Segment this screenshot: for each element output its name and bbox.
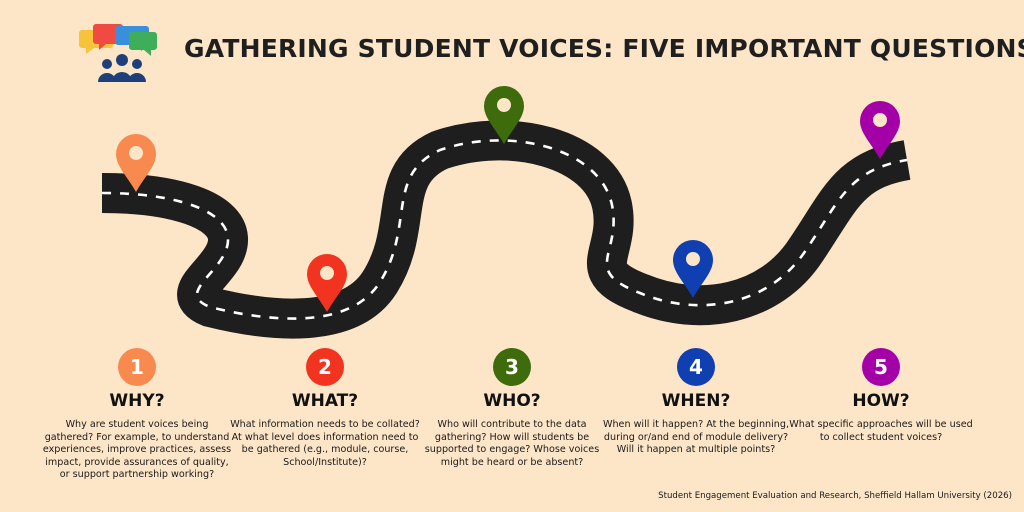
- step-description: What specific approaches will be used to…: [789, 419, 973, 443]
- map-pin-icon-who: [484, 86, 524, 144]
- step-heading: HOW?: [852, 391, 910, 411]
- step-when: 4 WHEN? When will it happen? At the begi…: [601, 348, 791, 457]
- map-pin-icon-how: [860, 101, 900, 159]
- step-number-badge: 4: [677, 348, 715, 386]
- map-pin-icon-why: [116, 134, 156, 192]
- credit-text: Student Engagement Evaluation and Resear…: [658, 491, 1012, 501]
- step-why: 1 WHY? Why are student voices being gath…: [42, 348, 232, 482]
- step-description: Who will contribute to the data gatherin…: [424, 419, 600, 468]
- step-who: 3 WHO? Who will contribute to the data g…: [417, 348, 607, 469]
- map-pin-icon-when: [673, 240, 713, 298]
- step-number-badge: 3: [493, 348, 531, 386]
- step-description: When will it happen? At the beginning, d…: [602, 419, 790, 456]
- step-heading: WHY?: [109, 391, 165, 411]
- map-pin-icon-what: [307, 254, 347, 312]
- step-description: Why are student voices being gathered? F…: [42, 419, 232, 481]
- step-how: 5 HOW? What specific approaches will be …: [786, 348, 976, 444]
- step-description: What information needs to be collated? A…: [230, 419, 420, 468]
- speech-bubbles-group-icon: [79, 24, 157, 82]
- step-heading: WHO?: [483, 391, 541, 411]
- step-number-badge: 1: [118, 348, 156, 386]
- step-number-badge: 2: [306, 348, 344, 386]
- step-heading: WHAT?: [291, 391, 359, 411]
- page-title: GATHERING STUDENT VOICES: FIVE IMPORTANT…: [184, 34, 1024, 63]
- step-heading: WHEN?: [661, 391, 731, 411]
- step-what: 2 WHAT? What information needs to be col…: [230, 348, 420, 469]
- step-number-badge: 5: [862, 348, 900, 386]
